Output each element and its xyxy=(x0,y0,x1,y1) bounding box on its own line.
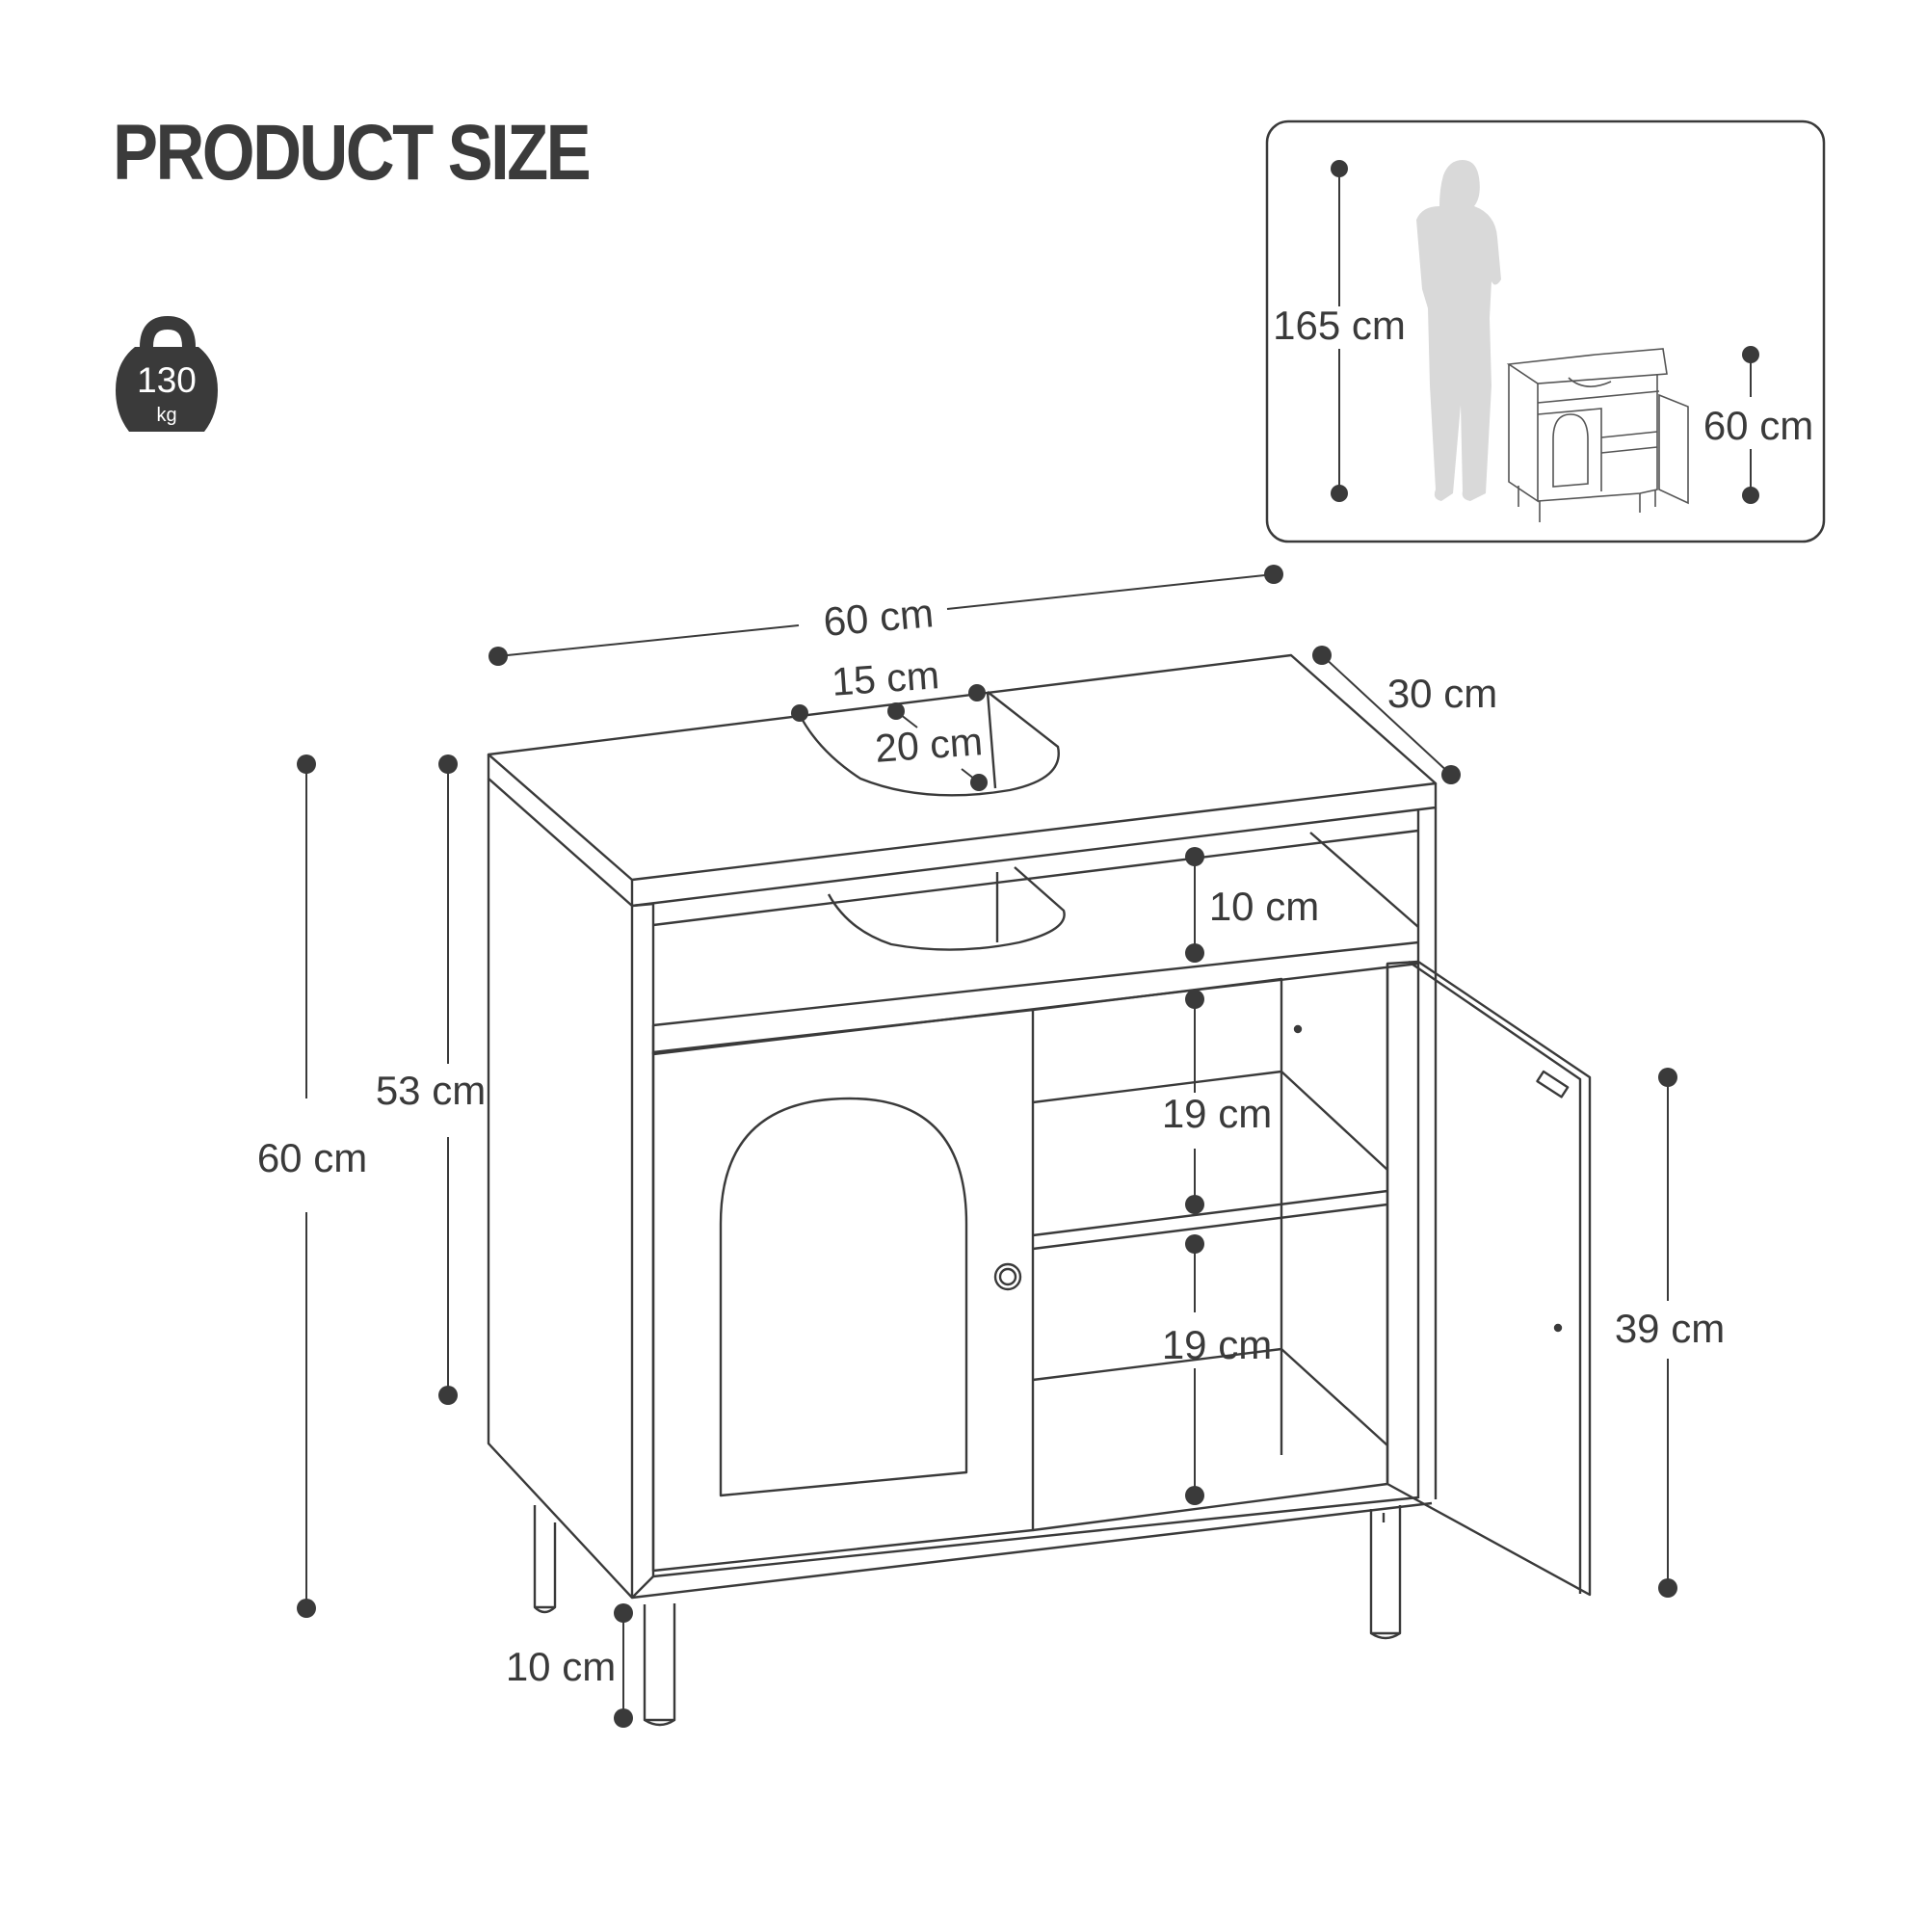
leg-height-label: 10 cm xyxy=(506,1644,616,1689)
cutout-width-dimension: 15 cm xyxy=(791,652,986,722)
depth-dimension: 30 cm xyxy=(1312,646,1497,784)
upper-shelf-dimension: 19 cm xyxy=(1162,990,1272,1214)
reference-panel: 165 cm xyxy=(1265,119,1826,543)
body-height-dimension: 53 cm xyxy=(376,754,486,1405)
cabinet-thumbnail-icon xyxy=(1506,348,1689,522)
cutout-depth-dimension: 20 cm xyxy=(874,702,988,791)
body-height-label: 53 cm xyxy=(376,1068,486,1113)
cabinet-height-label: 60 cm xyxy=(1703,403,1813,448)
person-silhouette-icon xyxy=(1416,160,1501,501)
width-label: 60 cm xyxy=(822,590,936,645)
weight-unit: kg xyxy=(156,405,176,426)
door-height-dimension: 39 cm xyxy=(1615,1068,1725,1598)
lower-shelf-label: 19 cm xyxy=(1162,1322,1272,1367)
kettlebell-icon: 130 kg xyxy=(116,315,218,432)
depth-label: 30 cm xyxy=(1387,671,1497,716)
door-height-label: 39 cm xyxy=(1615,1306,1725,1351)
total-height-dimension: 60 cm xyxy=(257,754,367,1618)
lower-shelf-dimension: 19 cm xyxy=(1162,1234,1272,1505)
top-compartment-label: 10 cm xyxy=(1209,884,1319,929)
weight-value: 130 xyxy=(137,360,197,400)
person-height-label: 165 cm xyxy=(1273,303,1406,348)
top-compartment-dimension: 10 cm xyxy=(1185,847,1319,963)
width-dimension: 60 cm xyxy=(488,565,1283,666)
leg-height-dimension: 10 cm xyxy=(506,1603,633,1728)
cutout-depth-label: 20 cm xyxy=(874,719,985,771)
person-height-dimension: 165 cm xyxy=(1273,160,1406,502)
cabinet-height-dimension: 60 cm xyxy=(1703,346,1813,504)
cabinet-drawing xyxy=(487,653,1592,1727)
dimension-lines: 60 cm 30 cm 15 cm 20 cm xyxy=(257,565,1725,1728)
upper-shelf-label: 19 cm xyxy=(1162,1091,1272,1136)
page-title: PRODUCT SIZE xyxy=(113,109,592,197)
cutout-width-label: 15 cm xyxy=(831,652,941,704)
total-height-label: 60 cm xyxy=(257,1135,367,1180)
